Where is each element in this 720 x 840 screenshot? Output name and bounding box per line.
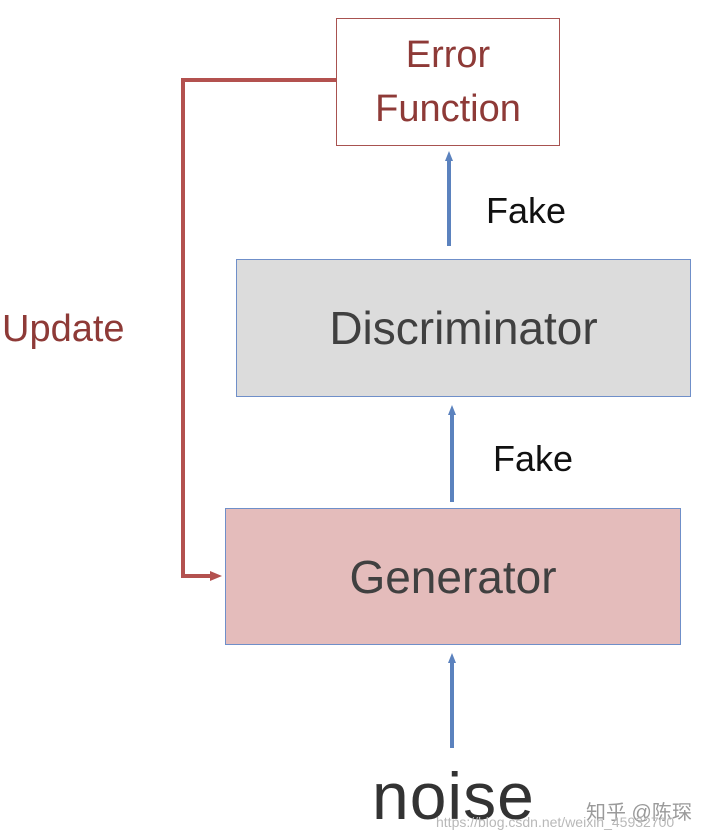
- error-function-label-line2: Function: [375, 88, 521, 130]
- watermark-brand: 知乎 @陈琛: [586, 802, 692, 824]
- fake-label-top: Fake: [486, 190, 567, 231]
- generator-box: Generator: [225, 508, 681, 645]
- error-function-box: Error Function: [336, 18, 560, 146]
- arrow-update-loop: [181, 78, 336, 581]
- generator-label: Generator: [349, 550, 557, 603]
- error-function-label-line1: Error: [405, 34, 491, 76]
- update-label: Update: [2, 308, 125, 350]
- discriminator-box: Discriminator: [236, 259, 691, 397]
- discriminator-label: Discriminator: [329, 302, 598, 354]
- fake-label-middle: Fake: [493, 438, 574, 479]
- watermark-url: https://blog.csdn.net/weixin_45932700: [436, 814, 675, 830]
- noise-label: noise: [372, 759, 535, 833]
